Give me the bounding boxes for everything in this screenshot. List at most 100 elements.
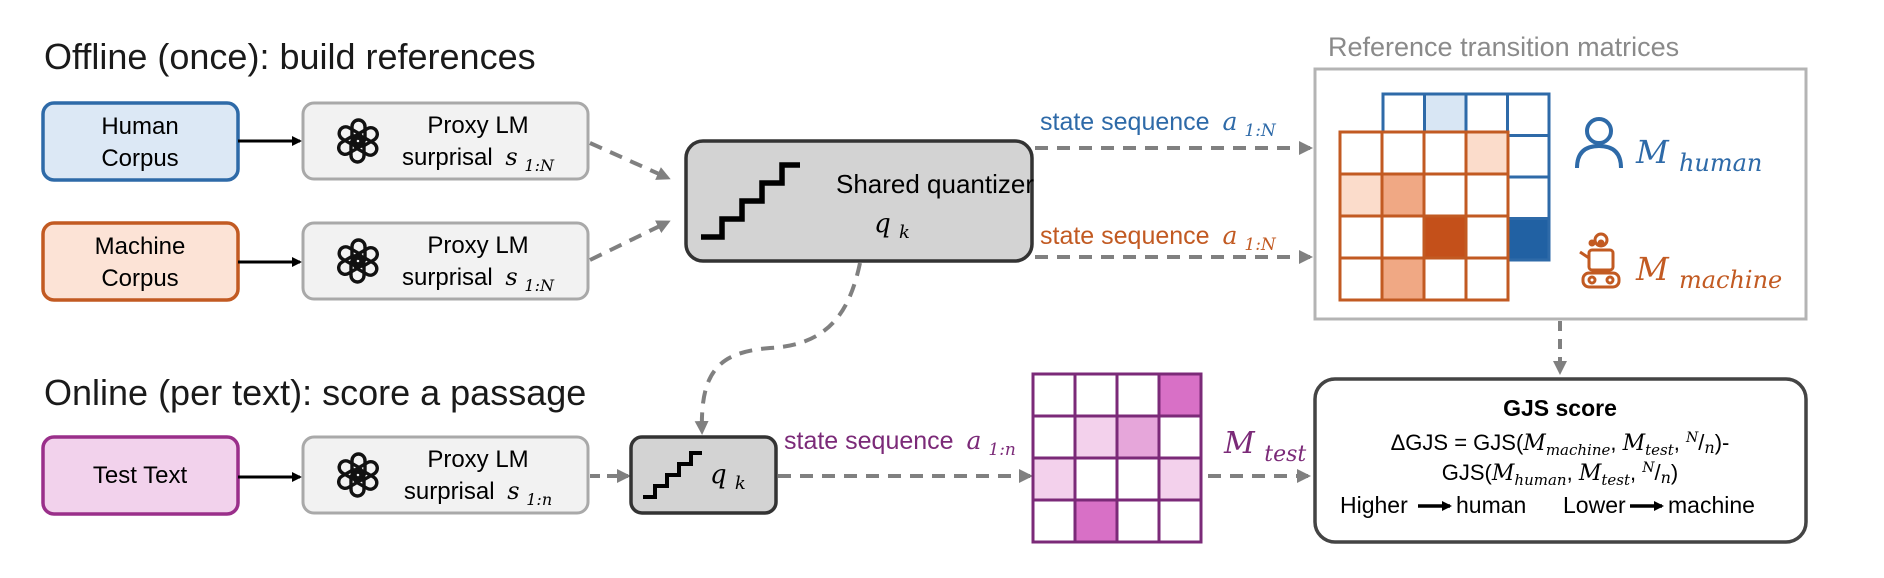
matrix-cell: [1031, 498, 1077, 544]
matrix-cell: [1031, 372, 1077, 418]
matrix-cell: [1380, 172, 1426, 218]
surprisal-label: surprisal: [402, 144, 493, 171]
matrix-cell: [1031, 414, 1077, 460]
svg-text:state sequence a 1:N: state sequence a 1:N: [1040, 221, 1277, 255]
state-seq-test-var: a: [967, 426, 982, 455]
matrix-cell: [1338, 130, 1384, 176]
m-machine-sub: machine: [1679, 266, 1782, 294]
quantizer-sub: k: [899, 222, 910, 243]
proxy-lm-label: Proxy LM: [427, 112, 528, 139]
small-quantizer-sub: k: [735, 473, 746, 494]
staircase-icon: [701, 162, 800, 240]
matrix-cell: [1464, 172, 1510, 218]
matrix-cell: [1115, 498, 1161, 544]
machine-result-label: machine: [1668, 492, 1755, 518]
state-seq-test-label: state sequence: [784, 427, 954, 455]
state-seq-machine-var: a: [1223, 221, 1238, 250]
svg-text:state sequence a 1:N: state sequence a 1:N: [1040, 107, 1277, 141]
matrix-cell: [1422, 172, 1468, 218]
matrix-cell: [1422, 130, 1468, 176]
human-corpus-line2: Corpus: [101, 145, 178, 172]
matrix-cell: [1073, 498, 1119, 544]
online-title: Online (per text): score a passage: [44, 372, 586, 413]
matrix-cell: [1506, 175, 1551, 220]
matrix-cell: [1073, 414, 1119, 460]
proxy-lm-label: Proxy LM: [427, 446, 528, 473]
machine-matrix: [1338, 130, 1510, 302]
matrix-cell: [1157, 456, 1203, 502]
matrix-cell: [1422, 256, 1468, 302]
svg-text:surprisal s 1:n: surprisal s 1:n: [404, 477, 552, 509]
matrix-cell: [1073, 372, 1119, 418]
surprisal-sub: 1:n: [526, 490, 552, 509]
m-test-var: M: [1223, 426, 1256, 461]
state-seq-human-sub: 1:N: [1244, 121, 1277, 141]
m-machine-var: M: [1635, 250, 1670, 288]
machine-corpus-line1: Machine: [95, 233, 186, 260]
references-title: Reference transition matrices: [1328, 32, 1679, 62]
staircase-icon: [643, 451, 702, 499]
matrix-cell: [1381, 92, 1426, 137]
proxy-to-quantizer-arrow-1: [589, 141, 671, 180]
surprisal-sub: 1:N: [524, 276, 555, 295]
matrix-cell: [1380, 214, 1426, 260]
matrix-cell: [1157, 372, 1203, 418]
robot-icon: [1579, 232, 1621, 289]
svg-text:M human: M human: [1635, 133, 1762, 177]
small-quantizer-var: q: [710, 460, 727, 490]
matrix-cell: [1157, 498, 1203, 544]
test-matrix: [1031, 372, 1203, 544]
small-quantizer-box: q k: [629, 435, 778, 515]
svg-text:surprisal s 1:N: surprisal s 1:N: [402, 143, 555, 175]
matrix-cell: [1422, 214, 1468, 260]
person-icon: [1575, 117, 1623, 169]
gjs-line2: GJS(Mhuman, Mtest, N/n): [1442, 460, 1678, 489]
svg-text:state sequence a 1:n: state sequence a 1:n: [784, 426, 1016, 460]
lower-label: Lower: [1563, 492, 1626, 518]
quantizer-var: q: [874, 209, 891, 239]
matrix-cell: [1157, 414, 1203, 460]
human-corpus-box: Human Corpus: [41, 101, 240, 182]
proxy-lm-test-box: Proxy LM surprisal s 1:n: [301, 435, 590, 515]
svg-text:q k: q k: [710, 460, 746, 494]
proxy-lm-human-box: Proxy LM surprisal s 1:N: [301, 101, 590, 181]
gjs-title: GJS score: [1503, 395, 1617, 421]
state-seq-human-label: state sequence: [1040, 108, 1210, 136]
matrix-cell: [1115, 372, 1161, 418]
surprisal-label: surprisal: [404, 478, 495, 505]
state-seq-machine-sub: 1:N: [1244, 235, 1277, 255]
svg-text:q k: q k: [874, 209, 910, 243]
matrix-cell: [1464, 92, 1509, 137]
shared-quantizer-label: Shared quantizer: [836, 169, 1034, 199]
state-seq-machine-label: state sequence: [1040, 222, 1210, 250]
matrix-cell: [1115, 456, 1161, 502]
proxy-lm-label: Proxy LM: [427, 232, 528, 259]
human-corpus-line1: Human: [101, 113, 178, 140]
surprisal-var: s: [505, 143, 517, 171]
matrix-cell: [1338, 172, 1384, 218]
human-result-label: human: [1456, 492, 1526, 518]
surprisal-var: s: [507, 477, 519, 505]
matrix-cell: [1338, 256, 1384, 302]
proxy-lm-machine-box: Proxy LM surprisal s 1:N: [301, 221, 590, 301]
matrix-cell: [1115, 414, 1161, 460]
test-text-box: Test Text: [41, 435, 240, 516]
matrix-cell: [1464, 214, 1510, 260]
gjs-score-box: GJS score ΔGJS = GJS(Mmachine, Mtest, N/…: [1313, 377, 1808, 544]
matrix-cell: [1073, 456, 1119, 502]
surprisal-sub: 1:N: [524, 156, 555, 175]
surprisal-var: s: [505, 263, 517, 291]
shared-quantizer-box: Shared quantizer q k: [684, 139, 1034, 263]
m-human-sub: human: [1679, 149, 1762, 177]
svg-text:surprisal s 1:N: surprisal s 1:N: [402, 263, 555, 295]
surprisal-label: surprisal: [402, 264, 493, 291]
matrix-cell: [1380, 130, 1426, 176]
matrix-cell: [1380, 256, 1426, 302]
matrix-cell: [1506, 134, 1551, 179]
matrix-cell: [1423, 92, 1468, 137]
svg-text:M test: M test: [1223, 426, 1306, 467]
matrix-cell: [1506, 92, 1551, 137]
svg-text:M machine: M machine: [1635, 250, 1782, 294]
matrix-cell: [1506, 217, 1551, 262]
